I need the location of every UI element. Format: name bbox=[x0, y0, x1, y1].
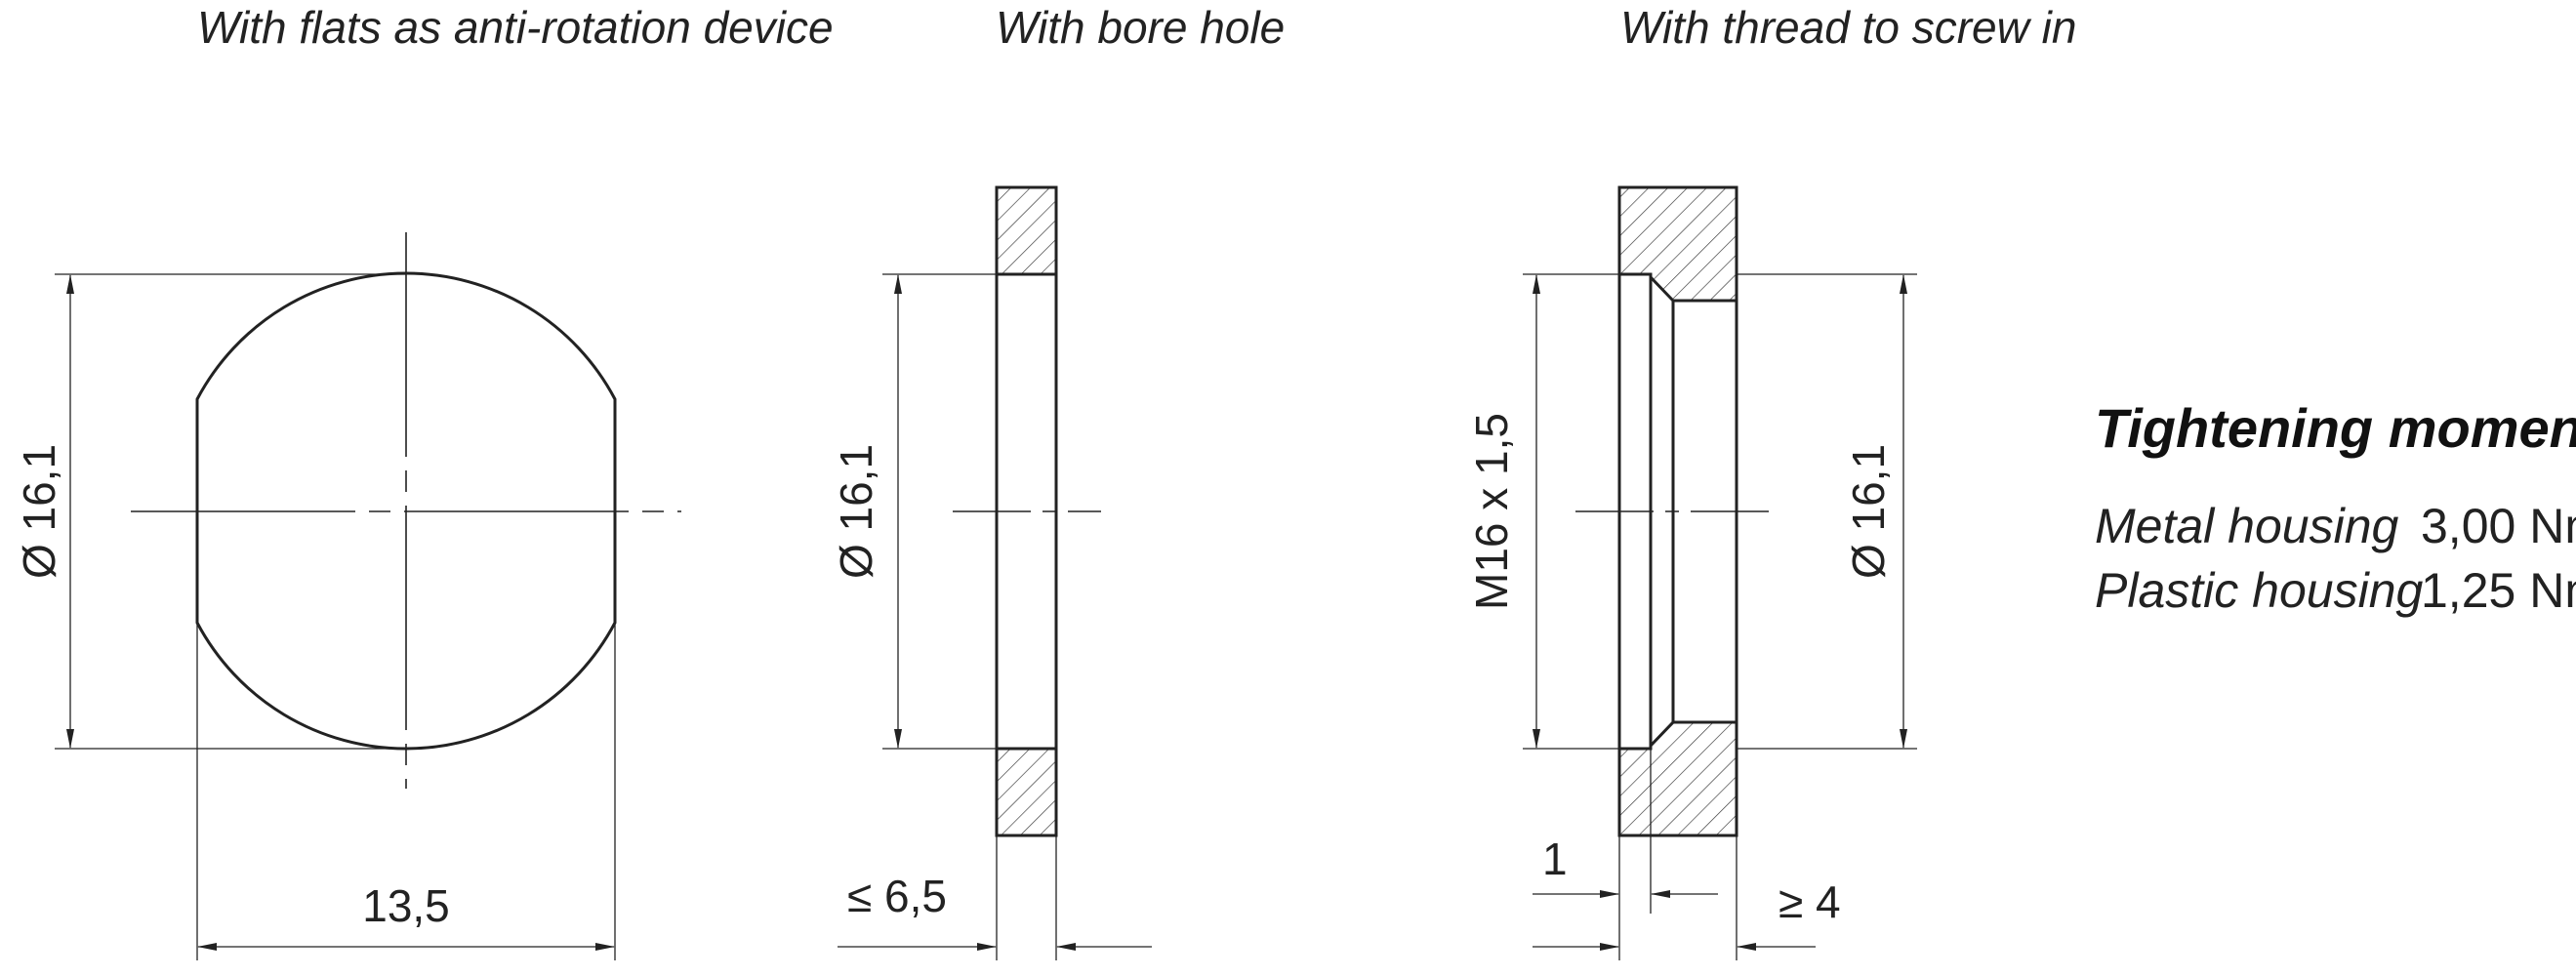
torque-row-label: Plastic housing bbox=[2095, 563, 2423, 618]
thread-drawing: M16 x 1,5 Ø 16,1 1 ≥ 4 bbox=[1466, 185, 1917, 960]
torque-row-label: Metal housing bbox=[2095, 499, 2398, 553]
thread-size-label: M16 x 1,5 bbox=[1466, 413, 1517, 610]
bore-drawing: Ø 16,1 ≤ 6,5 bbox=[831, 185, 1152, 960]
thread-bottom-section bbox=[1617, 720, 1738, 837]
flats-diameter-label: Ø 16,1 bbox=[14, 444, 64, 579]
thread-depth-label: ≥ 4 bbox=[1779, 876, 1841, 927]
title-bore: With bore hole bbox=[996, 2, 1285, 53]
flats-width-label: 13,5 bbox=[362, 880, 450, 931]
flats-drawing: Ø 16,1 13,5 bbox=[14, 232, 681, 960]
bore-thickness-label: ≤ 6,5 bbox=[847, 871, 947, 921]
tightening-moment-heading: Tightening moment bbox=[2095, 397, 2576, 459]
thread-diameter-label: Ø 16,1 bbox=[1843, 444, 1894, 579]
torque-row-value: 3,00 Nm bbox=[2421, 499, 2576, 553]
tightening-moment-table: Tightening moment Metal housing 3,00 Nm … bbox=[2095, 397, 2576, 618]
title-thread: With thread to screw in bbox=[1620, 2, 2076, 53]
torque-row-value: 1,25 Nm bbox=[2421, 563, 2576, 618]
thread-step-label: 1 bbox=[1542, 834, 1568, 884]
bore-diameter-label: Ø 16,1 bbox=[831, 444, 881, 579]
title-flats: With flats as anti-rotation device bbox=[197, 2, 834, 53]
thread-top-section bbox=[1617, 185, 1738, 303]
